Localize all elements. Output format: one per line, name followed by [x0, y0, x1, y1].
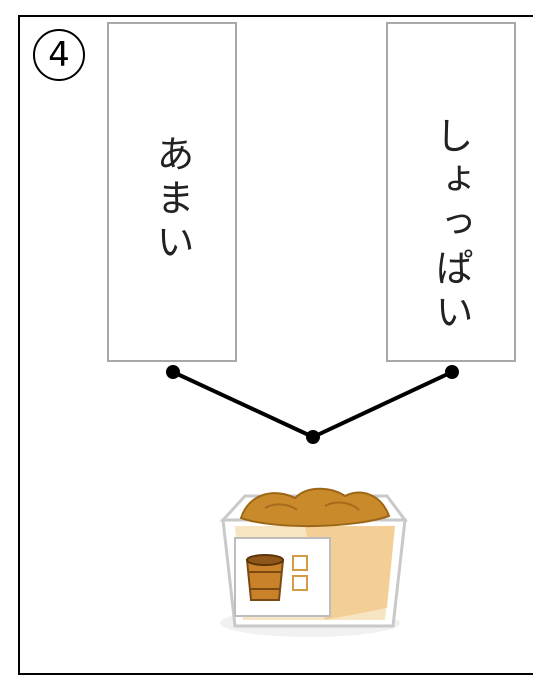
- question-number-badge: 4: [33, 29, 85, 81]
- answer-card-sweet-label: あまい: [150, 134, 194, 266]
- question-number: 4: [48, 35, 70, 75]
- barrel-icon: [245, 554, 285, 601]
- answer-card-sweet[interactable]: あまい: [107, 22, 237, 362]
- answer-card-salty[interactable]: しょっぱい: [386, 22, 516, 362]
- miso-container-icon: [219, 487, 408, 637]
- answer-card-salty-label: しょっぱい: [429, 116, 473, 336]
